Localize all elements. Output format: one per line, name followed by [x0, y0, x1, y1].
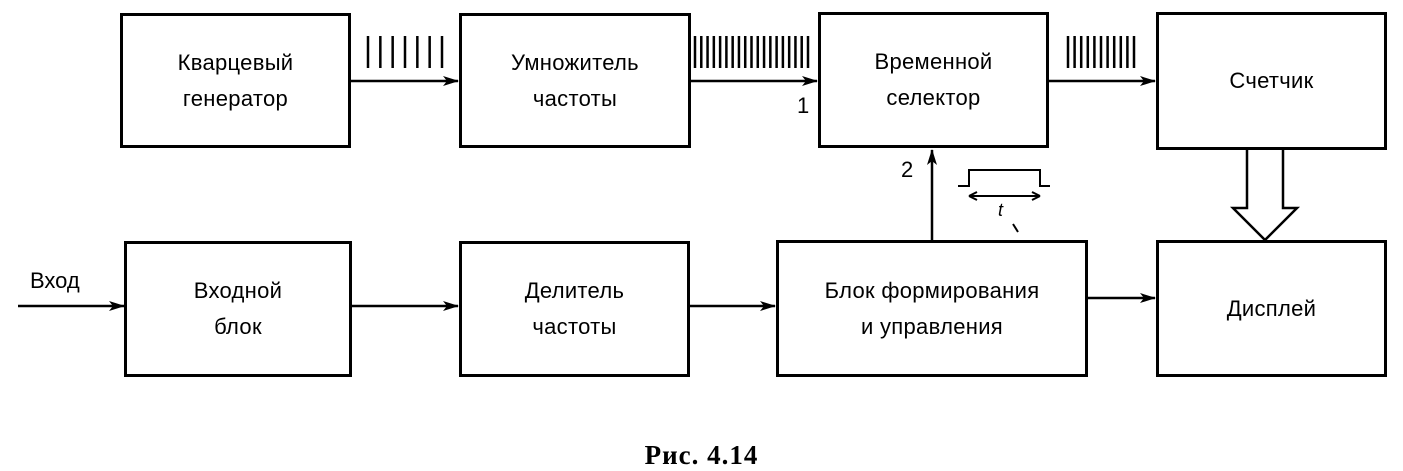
pulse-train-generator [366, 36, 444, 68]
frequency-divider-block: Делитель частоты [459, 241, 690, 377]
frequency-multiplier-label: Умножитель частоты [511, 49, 639, 111]
display-label: Дисплей [1226, 295, 1317, 321]
time-selector-block: Временной селектор [818, 12, 1049, 148]
figure-caption: Рис. 4.14 [644, 440, 759, 470]
counter-block: Счетчик [1156, 12, 1387, 150]
selector-input-2-label: 2 [901, 157, 914, 182]
input-block-label: Входной блок [193, 278, 283, 339]
display-block: Дисплей [1156, 240, 1387, 377]
quartz-generator-label: Кварцевый генератор [177, 49, 294, 111]
frequency-divider-label: Делитель частоты [524, 278, 625, 339]
bus-arrow-counter-to-display [1229, 149, 1301, 242]
control-block: Блок формирования и управления [776, 240, 1088, 377]
time-selector-label: Временной селектор [874, 49, 993, 110]
control-block-label: Блок формирования и управления [824, 277, 1040, 339]
quartz-generator-block: Кварцевый генератор [120, 13, 351, 148]
counter-label: Счетчик [1229, 68, 1314, 93]
pulse-train-multiplier [693, 36, 810, 68]
selector-input-1-label: 1 [797, 93, 810, 118]
gate-pulse-symbol [958, 169, 1050, 233]
input-block: Входной блок [124, 241, 352, 377]
pulse-train-selector [1066, 36, 1136, 68]
gate-interval-label: t [998, 200, 1004, 220]
frequency-multiplier-block: Умножитель частоты [459, 13, 691, 148]
input-label: Вход [30, 268, 80, 293]
